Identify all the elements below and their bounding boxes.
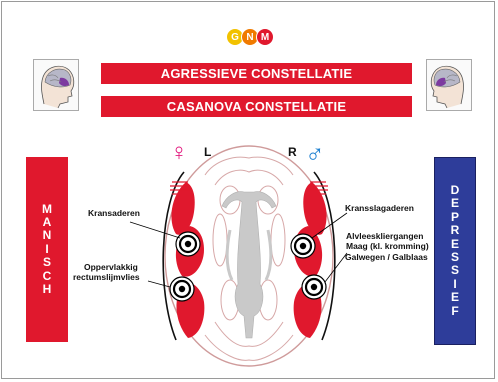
label-oppervlakkig: Oppervlakkig	[84, 262, 138, 272]
male-symbol-icon: ♂	[305, 140, 325, 166]
left-side-letter: L	[204, 145, 211, 159]
target-right-upper	[291, 234, 315, 258]
label-rectumslijmvlies: rectumslijmvlies	[73, 272, 140, 282]
female-symbol-icon: ♀	[170, 140, 188, 166]
label-galwegen: Galwegen / Galblaas	[345, 252, 428, 262]
target-left-lower	[170, 277, 194, 301]
target-right-lower	[302, 275, 326, 299]
label-maag: Maag (kl. kromming)	[346, 241, 429, 251]
target-left-upper	[176, 232, 200, 256]
right-side-letter: R	[288, 145, 297, 159]
label-alvleeskliergangen: Alvleeskliergangen	[346, 231, 423, 241]
label-kransslagaderen: Kransslagaderen	[345, 203, 414, 213]
label-kransaderen: Kransaderen	[88, 208, 140, 218]
